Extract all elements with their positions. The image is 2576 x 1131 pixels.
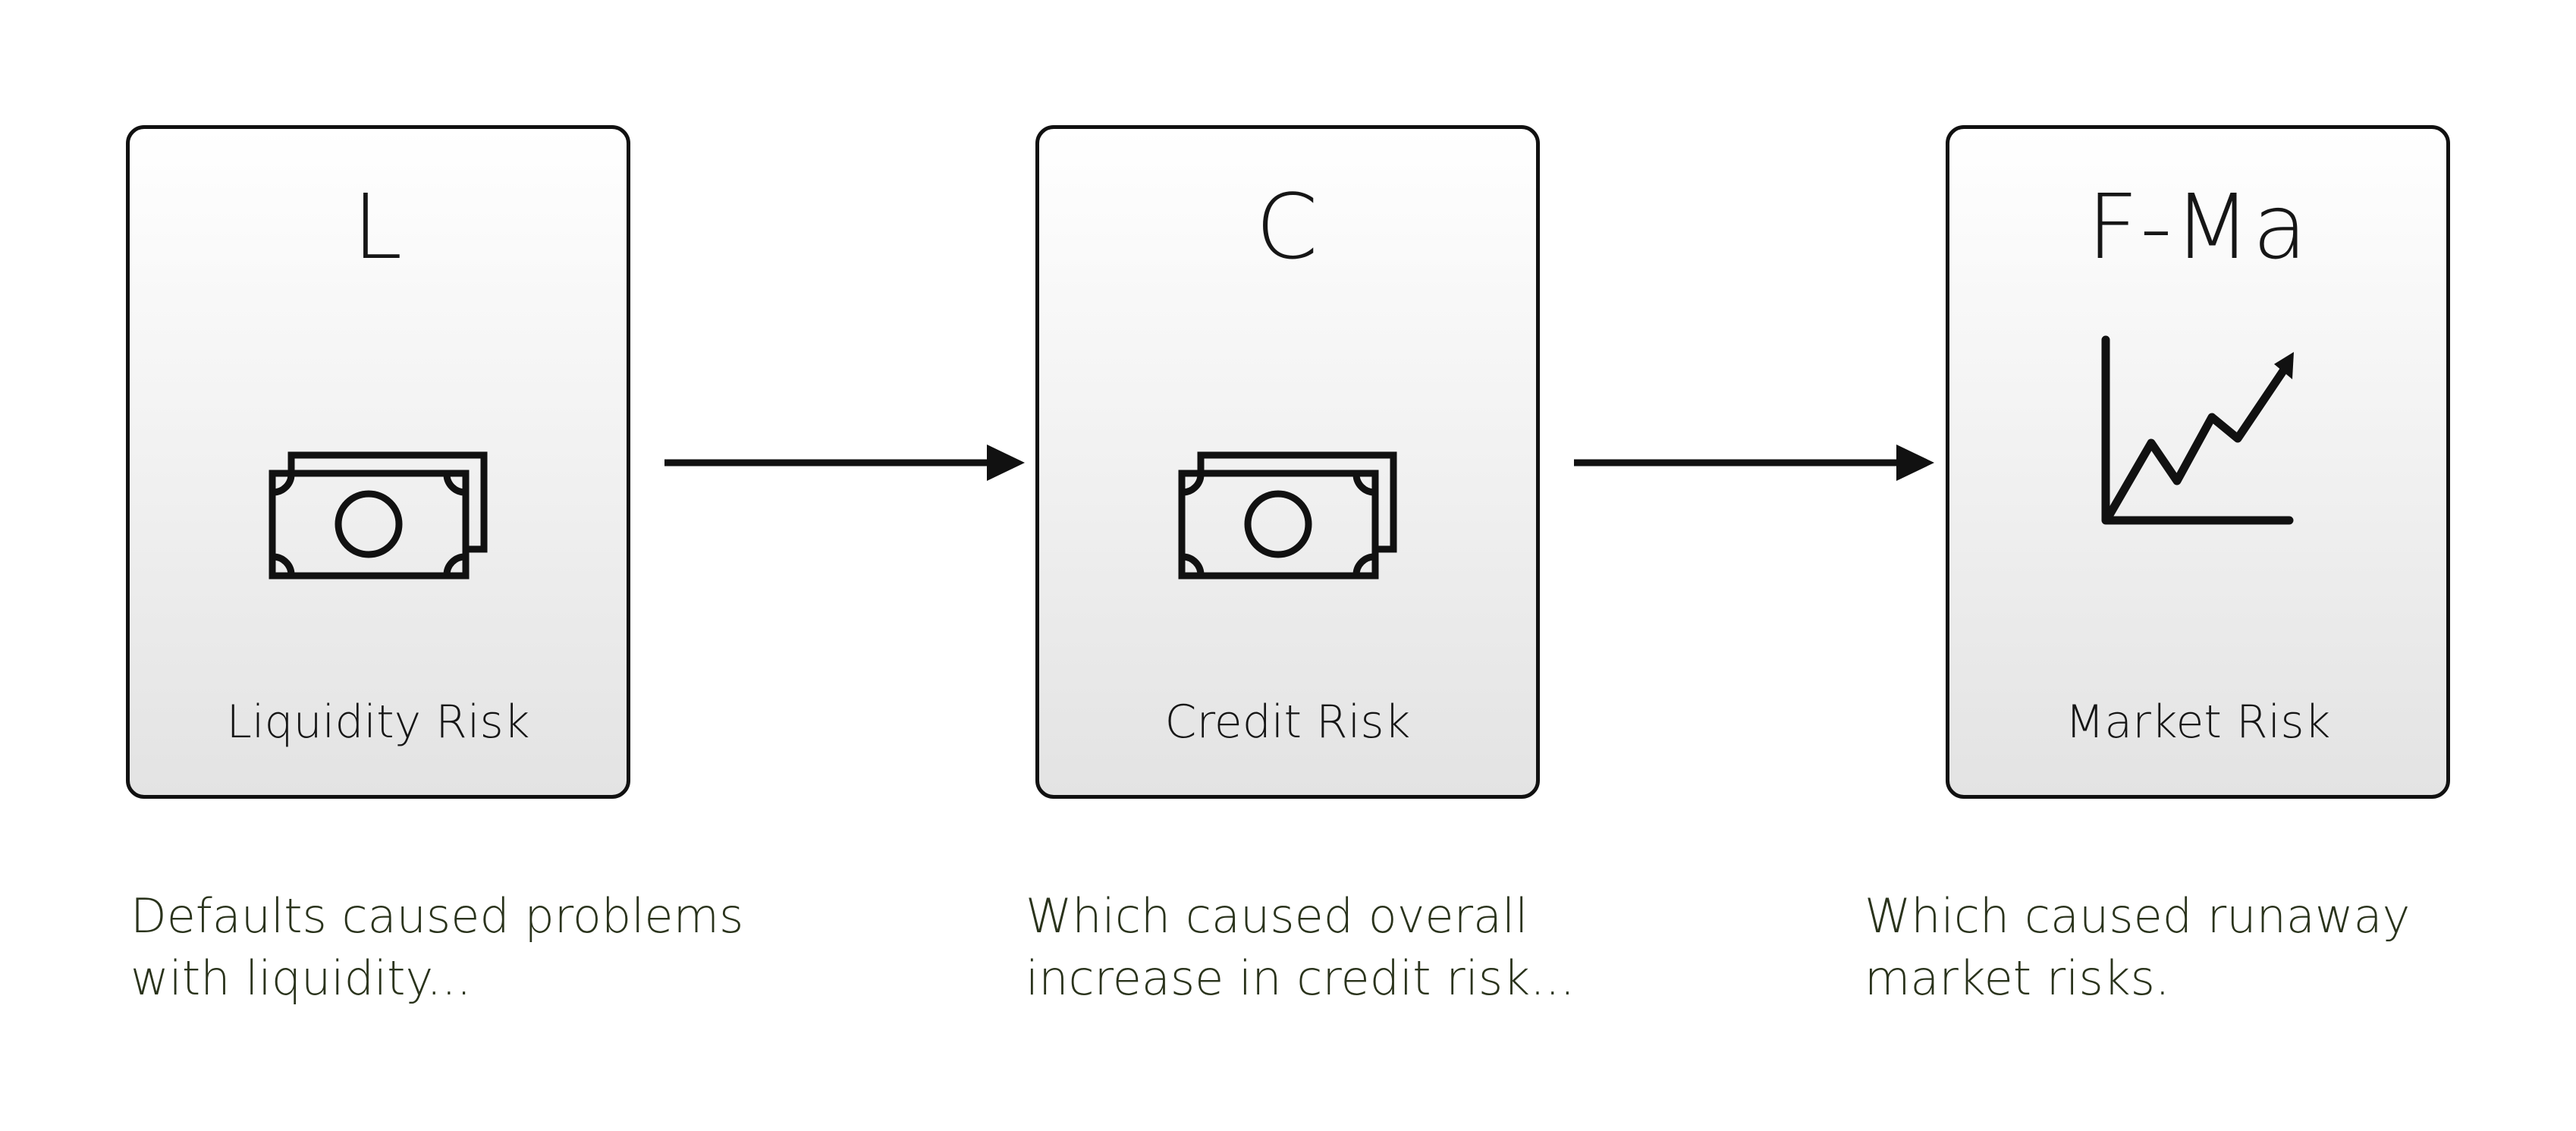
market-risk-card: F-Ma Market Risk bbox=[1946, 125, 2450, 799]
liquidity-risk-card: L Liquidity Risk bbox=[126, 125, 630, 799]
caption-line: Which caused runaway bbox=[1864, 888, 2411, 944]
money-icon bbox=[1178, 451, 1396, 580]
caption-liquidity: Defaults caused problems with liquidity.… bbox=[130, 885, 743, 1010]
card-label: Market Risk bbox=[2065, 696, 2331, 749]
caption-line: with liquidity... bbox=[130, 950, 472, 1006]
card-code: F-Ma bbox=[2087, 174, 2309, 279]
caption-credit: Which caused overall increase in credit … bbox=[1026, 885, 1575, 1010]
money-icon bbox=[269, 451, 487, 580]
caption-line: Which caused overall bbox=[1026, 888, 1528, 944]
credit-risk-card: C Credit Risk bbox=[1035, 125, 1540, 799]
card-label: Credit Risk bbox=[1164, 696, 1411, 749]
card-code: L bbox=[352, 174, 404, 279]
caption-line: market risks. bbox=[1864, 950, 2170, 1006]
caption-market: Which caused runaway market risks. bbox=[1864, 885, 2410, 1010]
caption-line: increase in credit risk... bbox=[1026, 950, 1575, 1006]
chart-trend-up-icon bbox=[2101, 335, 2294, 525]
flow-arrow bbox=[1574, 445, 1934, 481]
card-code: C bbox=[1255, 174, 1320, 279]
card-label: Liquidity Risk bbox=[226, 696, 530, 749]
caption-line: Defaults caused problems bbox=[130, 888, 744, 944]
flow-arrow bbox=[664, 445, 1025, 481]
